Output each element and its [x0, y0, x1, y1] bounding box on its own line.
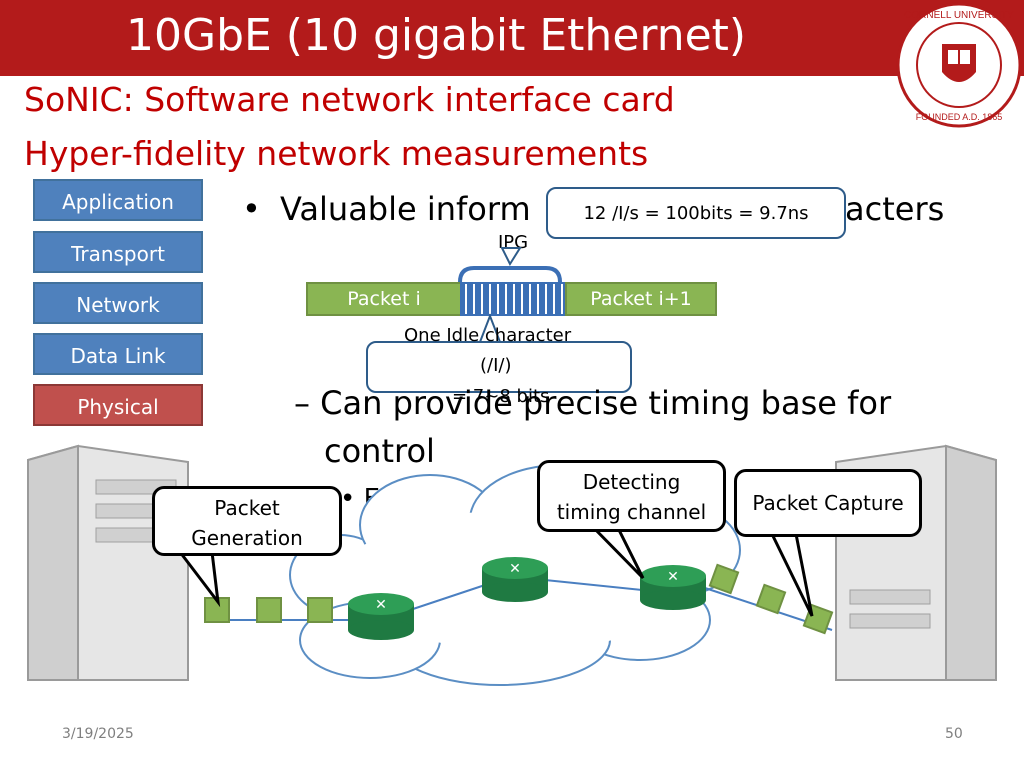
detecting-line1: Detecting	[582, 470, 681, 494]
ipg-callout: 12 /I/s = 100bits = 9.7ns	[546, 187, 846, 239]
subtitle-sonic: SoNIC: Software network interface card	[24, 80, 675, 119]
slide-number: 50	[945, 726, 963, 742]
packets-outgoing	[204, 597, 333, 623]
packet-generation-callout: Packet Generation	[152, 486, 342, 556]
ipg-bracket	[458, 247, 562, 283]
router-1-icon: ✕	[348, 593, 414, 640]
title-bar	[0, 0, 1024, 76]
left-server	[27, 444, 189, 681]
slide-title: 10GbE (10 gigabit Ethernet)	[126, 10, 747, 61]
router-3-icon: ✕	[640, 565, 706, 610]
bullet-main-text: Valuable inform	[280, 190, 531, 228]
idle-characters	[460, 282, 566, 316]
packet-generation-line2: Generation	[191, 526, 303, 550]
callout-pointers	[176, 520, 814, 617]
packet-i: Packet i	[306, 282, 462, 316]
network-illustration: ✕ ✕ ✕	[27, 444, 997, 686]
detecting-line2: timing channel	[556, 500, 707, 524]
packet-generation-line1: Packet	[214, 496, 280, 520]
layer-application: Application	[33, 179, 203, 221]
router-2-icon: ✕	[482, 557, 548, 602]
idle-character-callout	[366, 341, 632, 393]
subtitle-hyper-fidelity: Hyper-fidelity network measurements	[24, 134, 649, 173]
slide-date: 3/19/2025	[62, 726, 134, 742]
layer-data-link: Data Link	[33, 333, 203, 375]
sub-bullet-line1: – Can provide precise timing base for	[294, 384, 892, 422]
idle-line2: (/I/)	[480, 355, 512, 376]
svg-text:FOUNDED A.D. 1865: FOUNDED A.D. 1865	[916, 112, 1003, 122]
bullet-dot: •	[242, 190, 261, 228]
layer-network: Network	[33, 282, 203, 324]
idle-line3: = 7~8 bits	[452, 386, 550, 407]
svg-text:CORNELL UNIVERSITY: CORNELL UNIVERSITY	[904, 10, 1014, 21]
sub-bullet-line2: control	[324, 432, 435, 470]
layer-transport: Transport	[33, 231, 203, 273]
packet-i-plus-1: Packet i+1	[565, 282, 717, 316]
detecting-timing-channel-callout: Detecting timing channel	[537, 460, 726, 532]
idle-line1: One Idle character	[404, 325, 572, 346]
layer-physical: Physical	[33, 384, 203, 426]
svg-text:✕: ✕	[509, 561, 521, 577]
cornell-seal-logo: CORNELL UNIVERSITY FOUNDED A.D. 1865	[896, 2, 1022, 128]
bullet-main-tail: acters	[845, 190, 945, 228]
svg-text:✕: ✕	[375, 597, 387, 613]
svg-text:✕: ✕	[667, 569, 679, 585]
packet-capture-callout: Packet Capture	[734, 469, 922, 537]
packets-incoming	[708, 563, 834, 635]
